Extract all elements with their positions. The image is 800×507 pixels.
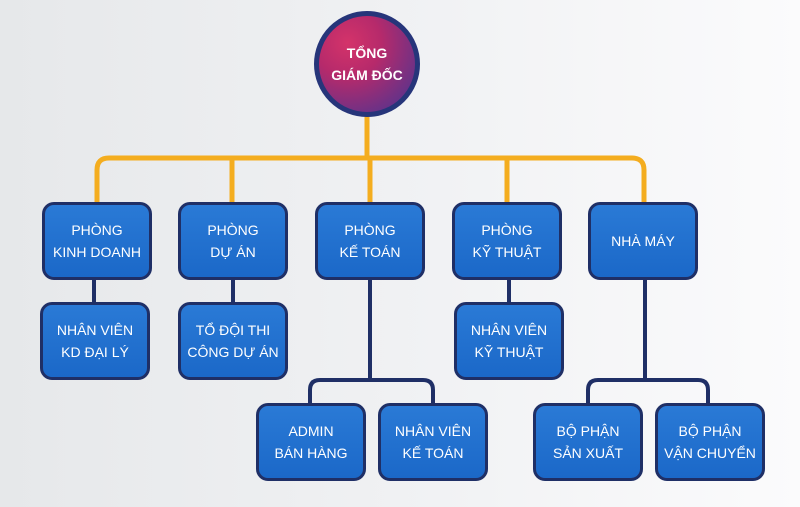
unit-project-team-line2: CÔNG DỰ ÁN <box>187 344 279 360</box>
dept-technical-line1: PHÒNG <box>481 222 533 238</box>
unit-technical-staff-line2: KỸ THUẬT <box>474 344 544 360</box>
unit-transport-line2: VẬN CHUYỂN <box>664 445 756 461</box>
top-connectors <box>94 115 647 202</box>
unit-sales-agent-line1: NHÂN VIÊN <box>56 322 134 338</box>
unit-accounting-staff-line1: NHÂN VIÊN <box>394 423 472 439</box>
dept-projects-line2: DỰ ÁN <box>210 244 256 260</box>
unit-sales-agent-line2: KD ĐẠI LÝ <box>61 344 129 360</box>
bottom-connectors <box>92 280 710 405</box>
unit-sales-admin: ADMIN BÁN HÀNG <box>256 403 366 481</box>
unit-sales-admin-line2: BÁN HÀNG <box>274 445 348 461</box>
dept-sales-line1: PHÒNG <box>71 222 123 238</box>
unit-sales-admin-line1: ADMIN <box>288 423 334 439</box>
unit-production-line2: SẢN XUẤT <box>552 445 623 461</box>
dept-accounting: PHÒNG KẾ TOÁN <box>315 202 425 280</box>
dept-technical-line2: KỸ THUẬT <box>472 244 542 260</box>
ceo-label-line1: TỔNG <box>346 45 388 61</box>
unit-technical-staff-line1: NHÂN VIÊN <box>470 322 548 338</box>
unit-project-team: TỔ ĐỘI THI CÔNG DỰ ÁN <box>178 302 288 380</box>
dept-factory: NHÀ MÁY <box>588 202 698 280</box>
unit-accounting-staff-line2: KẾ TOÁN <box>402 445 464 461</box>
unit-transport-line1: BỘ PHẬN <box>678 423 742 439</box>
dept-sales-line2: KINH DOANH <box>53 244 141 260</box>
unit-accounting-staff: NHÂN VIÊN KẾ TOÁN <box>378 403 488 481</box>
connector-factory-bus <box>586 280 710 405</box>
unit-technical-staff: NHÂN VIÊN KỸ THUẬT <box>454 302 564 380</box>
dept-projects: PHÒNG DỰ ÁN <box>178 202 288 280</box>
unit-transport: BỘ PHẬN VẬN CHUYỂN <box>655 403 765 481</box>
unit-project-team-line1: TỔ ĐỘI THI <box>195 322 271 338</box>
unit-production: BỘ PHẬN SẢN XUẤT <box>533 403 643 481</box>
dept-technical: PHÒNG KỸ THUẬT <box>452 202 562 280</box>
unit-sales-agent: NHÂN VIÊN KD ĐẠI LÝ <box>40 302 150 380</box>
dept-accounting-line2: KẾ TOÁN <box>339 244 401 260</box>
unit-production-line1: BỘ PHẬN <box>556 423 620 439</box>
dept-accounting-line1: PHÒNG <box>344 222 396 238</box>
dept-factory-line1: NHÀ MÁY <box>611 233 675 249</box>
ceo-label-line2: GIÁM ĐỐC <box>331 67 403 83</box>
dept-projects-line1: PHÒNG <box>207 222 259 238</box>
connector-accounting-bus <box>308 280 435 405</box>
ceo-node: TỔNG GIÁM ĐỐC <box>314 11 420 117</box>
dept-sales: PHÒNG KINH DOANH <box>42 202 152 280</box>
